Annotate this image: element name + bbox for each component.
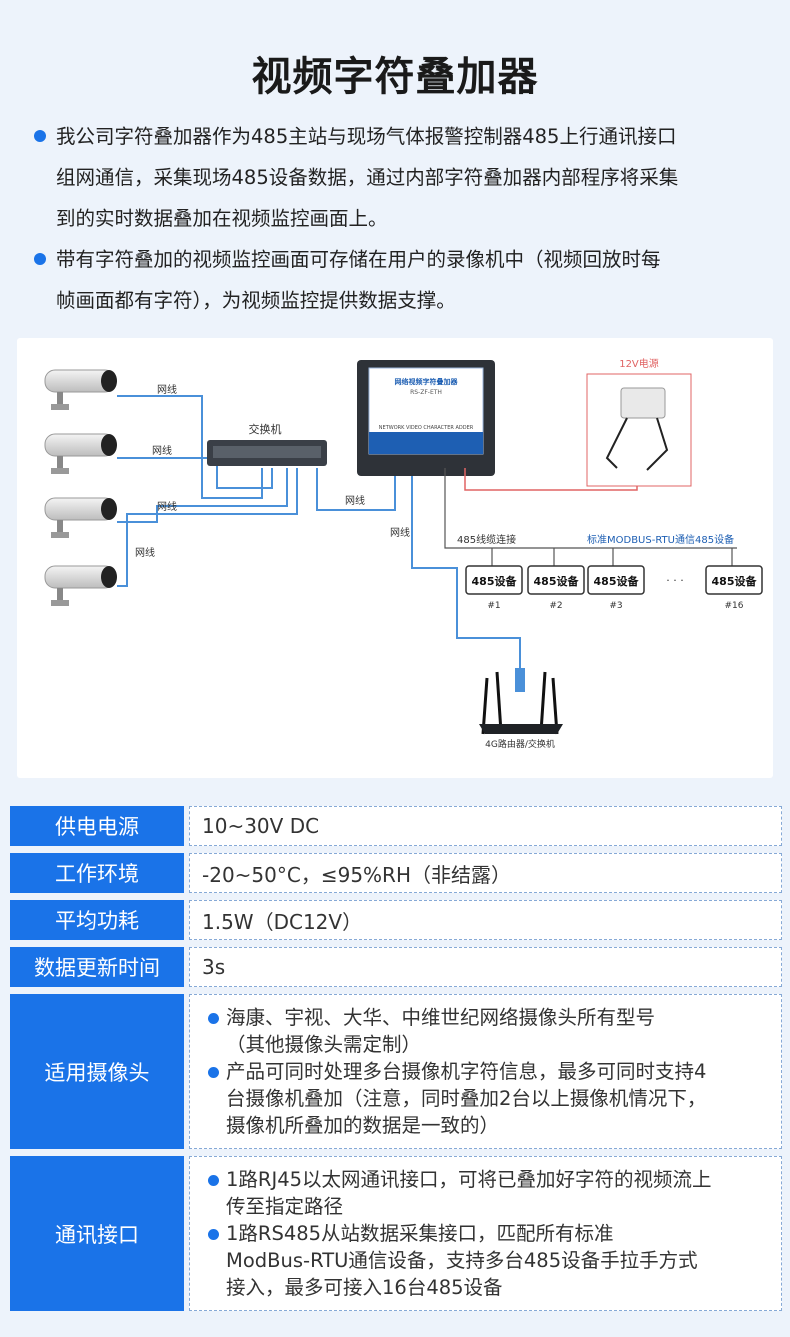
bullet-dot [34, 130, 46, 142]
device-name: 485设备 [472, 574, 518, 588]
device-number: #16 [725, 601, 744, 611]
spec-value: 海康、宇视、大华、中维世纪网络摄像头所有型号 （其他摄像头需定制） 产品可同时处… [189, 994, 782, 1149]
bullet-dot [34, 253, 46, 265]
spec-row-cameras: 适用摄像头 海康、宇视、大华、中维世纪网络摄像头所有型号 （其他摄像头需定制） … [10, 994, 782, 1149]
bullet-dot [208, 1013, 219, 1024]
rs485-bus [444, 468, 737, 566]
spec-label: 通讯接口 [10, 1156, 184, 1311]
power-label: 12V电源 [619, 357, 659, 370]
cable-label: 网线 [390, 526, 410, 539]
bullet-continuation: ModBus-RTU通信设备，支持多台485设备手拉手方式 [226, 1249, 698, 1272]
bullet-continuation: 摄像机所叠加的数据是一致的） [226, 1114, 500, 1137]
router-icon [479, 668, 563, 735]
bullet-text: 1路RJ45以太网通讯接口，可将已叠加好字符的视频流上 [226, 1168, 712, 1191]
intro-line: 组网通信，采集现场485设备数据，通过内部字符叠加器内部程序将采集 [56, 166, 679, 189]
spec-row-consumption: 平均功耗 1.5W（DC12V） [10, 900, 782, 940]
power-supply-box [586, 373, 692, 487]
cable-label: 网线 [157, 383, 177, 396]
device-number: #1 [487, 601, 500, 611]
cable-label: 网线 [345, 494, 365, 507]
bullet-dot [208, 1229, 219, 1240]
rs485-device-16: 485设备 #16 [705, 565, 763, 611]
network-cables [117, 395, 521, 668]
spec-label: 适用摄像头 [10, 994, 184, 1149]
spec-label: 工作环境 [10, 853, 184, 893]
spec-value: 3s [189, 947, 782, 987]
bullet-text: 产品可同时处理多台摄像机字符信息，最多可同时支持4 [226, 1060, 707, 1083]
bullet-dot [208, 1067, 219, 1078]
spec-value: -20~50°C，≤95%RH（非结露） [189, 853, 782, 893]
spec-bullet: 1路RS485从站数据采集接口，匹配所有标准 [202, 1220, 769, 1247]
power-cable [464, 468, 638, 491]
camera-icon [44, 497, 117, 538]
camera-icon [44, 433, 117, 474]
intro-line: 到的实时数据叠加在视频监控画面上。 [56, 207, 388, 230]
intro-paragraph-1: 我公司字符叠加器作为485主站与现场气体报警控制器485上行通讯接口 组网通信，… [34, 116, 774, 239]
bullet-continuation: （其他摄像头需定制） [226, 1033, 422, 1056]
rs485-device-3: 485设备 #3 [587, 565, 645, 611]
spec-bullet: 海康、宇视、大华、中维世纪网络摄像头所有型号 [202, 1004, 769, 1031]
bullet-text: 1路RS485从站数据采集接口，匹配所有标准 [226, 1222, 614, 1245]
rs485-device-2: 485设备 #2 [527, 565, 585, 611]
device-name: 485设备 [712, 574, 758, 588]
spec-table: 供电电源 10~30V DC 工作环境 -20~50°C，≤95%RH（非结露）… [10, 806, 782, 1318]
rs485-device-1: 485设备 #1 [465, 565, 523, 611]
cable-label: 网线 [135, 546, 155, 559]
bus-label: 485线缆连接 [457, 533, 516, 546]
intro-line: 我公司字符叠加器作为485主站与现场气体报警控制器485上行通讯接口 [56, 125, 677, 148]
device-name: 485设备 [534, 574, 580, 588]
bullet-continuation: 传至指定路径 [226, 1195, 344, 1218]
spec-label: 供电电源 [10, 806, 184, 846]
bullet-dot [208, 1175, 219, 1186]
cable-label: 网线 [152, 444, 172, 457]
spec-label: 数据更新时间 [10, 947, 184, 987]
spec-label: 平均功耗 [10, 900, 184, 940]
modbus-label: 标准MODBUS-RTU通信485设备 [587, 533, 734, 546]
switch-icon [207, 440, 327, 466]
spec-bullet: 产品可同时处理多台摄像机字符信息，最多可同时支持4 [202, 1058, 769, 1085]
camera-icon [44, 369, 117, 410]
intro-section: 我公司字符叠加器作为485主站与现场气体报警控制器485上行通讯接口 组网通信，… [34, 116, 774, 321]
device-model: RS-ZF-ETH [410, 389, 442, 396]
spec-row-environment: 工作环境 -20~50°C，≤95%RH（非结露） [10, 853, 782, 893]
intro-paragraph-2: 带有字符叠加的视频监控画面可存储在用户的录像机中（视频回放时每 帧画面都有字符）… [34, 239, 774, 321]
spec-value: 1.5W（DC12V） [189, 900, 782, 940]
bullet-continuation: 接入，最多可接入16台485设备 [226, 1276, 503, 1299]
bullet-text: 海康、宇视、大华、中维世纪网络摄像头所有型号 [226, 1006, 656, 1029]
spec-row-power: 供电电源 10~30V DC [10, 806, 782, 846]
network-diagram: 交换机 网线 网线 网线 网线 网线 网线 网络视频字符叠加器 RS-ZF-ET… [17, 338, 773, 778]
page-title: 视频字符叠加器 [251, 54, 539, 100]
ellipsis: · · · [666, 574, 683, 587]
spec-row-comm: 通讯接口 1路RJ45以太网通讯接口，可将已叠加好字符的视频流上 传至指定路径 … [10, 1156, 782, 1311]
bullet-continuation: 台摄像机叠加（注意，同时叠加2台以上摄像机情况下， [226, 1087, 707, 1110]
intro-line: 帧画面都有字符），为视频监控提供数据支撑。 [56, 289, 456, 312]
character-adder-device [357, 360, 495, 476]
device-number: #2 [549, 601, 562, 611]
device-number: #3 [609, 601, 622, 611]
spec-value: 1路RJ45以太网通讯接口，可将已叠加好字符的视频流上 传至指定路径 1路RS4… [189, 1156, 782, 1311]
device-title: 网络视频字符叠加器 [395, 377, 459, 386]
spec-bullet: 1路RJ45以太网通讯接口，可将已叠加好字符的视频流上 [202, 1166, 769, 1193]
intro-line: 带有字符叠加的视频监控画面可存储在用户的录像机中（视频回放时每 [56, 248, 661, 271]
device-subtitle: NETWORK VIDEO CHARACTER ADDER [379, 425, 474, 431]
diagram-svg: 交换机 网线 网线 网线 网线 网线 网线 网络视频字符叠加器 RS-ZF-ET… [44, 357, 763, 750]
device-name: 485设备 [594, 574, 640, 588]
camera-icon [44, 565, 117, 606]
router-label: 4G路由器/交换机 [485, 738, 555, 750]
spec-row-update-time: 数据更新时间 3s [10, 947, 782, 987]
spec-value: 10~30V DC [189, 806, 782, 846]
switch-label: 交换机 [249, 422, 282, 436]
cable-label: 网线 [157, 500, 177, 513]
